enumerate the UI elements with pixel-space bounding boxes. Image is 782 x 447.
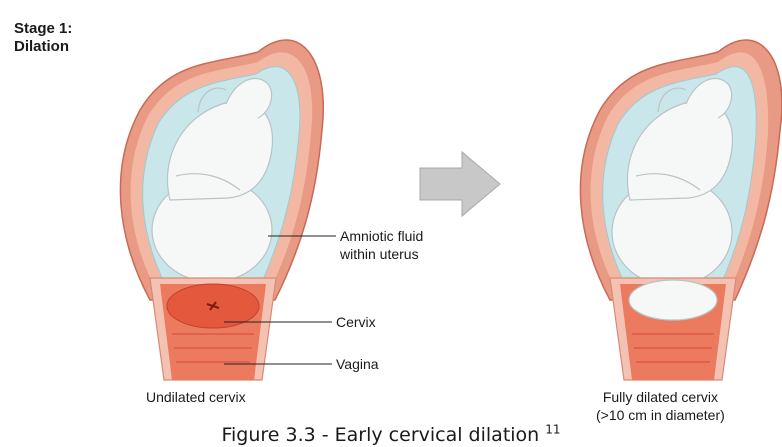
figure-caption-footnote: 11 bbox=[545, 422, 561, 437]
vagina-label: Vagina bbox=[336, 356, 379, 372]
right-arrow-icon bbox=[419, 150, 501, 218]
amniotic-fluid-label: Amniotic fluid within uterus bbox=[340, 227, 423, 263]
uterus-right bbox=[579, 39, 782, 381]
figure-caption: Figure 3.3 - Early cervical dilation 11 bbox=[0, 423, 782, 447]
uterus-left bbox=[119, 39, 324, 381]
cervix-label: Cervix bbox=[336, 314, 376, 330]
dilated-cervix-label: Fully dilated cervix (>10 cm in diameter… bbox=[596, 388, 725, 424]
stage-title-line1: Stage 1: bbox=[14, 20, 73, 37]
dilated-cervix-label-line2: (>10 cm in diameter) bbox=[596, 407, 725, 423]
figure-caption-text: Figure 3.3 - Early cervical dilation bbox=[221, 424, 546, 446]
stage-title: Stage 1: Dilation bbox=[14, 20, 72, 56]
stage-title-line2: Dilation bbox=[14, 38, 69, 55]
amniotic-fluid-label-line2: within uterus bbox=[340, 246, 419, 262]
dilated-cervix-label-line1: Fully dilated cervix bbox=[602, 389, 718, 405]
amniotic-fluid-label-line1: Amniotic fluid bbox=[340, 228, 424, 244]
undilated-cervix-label: Undilated cervix bbox=[146, 389, 246, 405]
